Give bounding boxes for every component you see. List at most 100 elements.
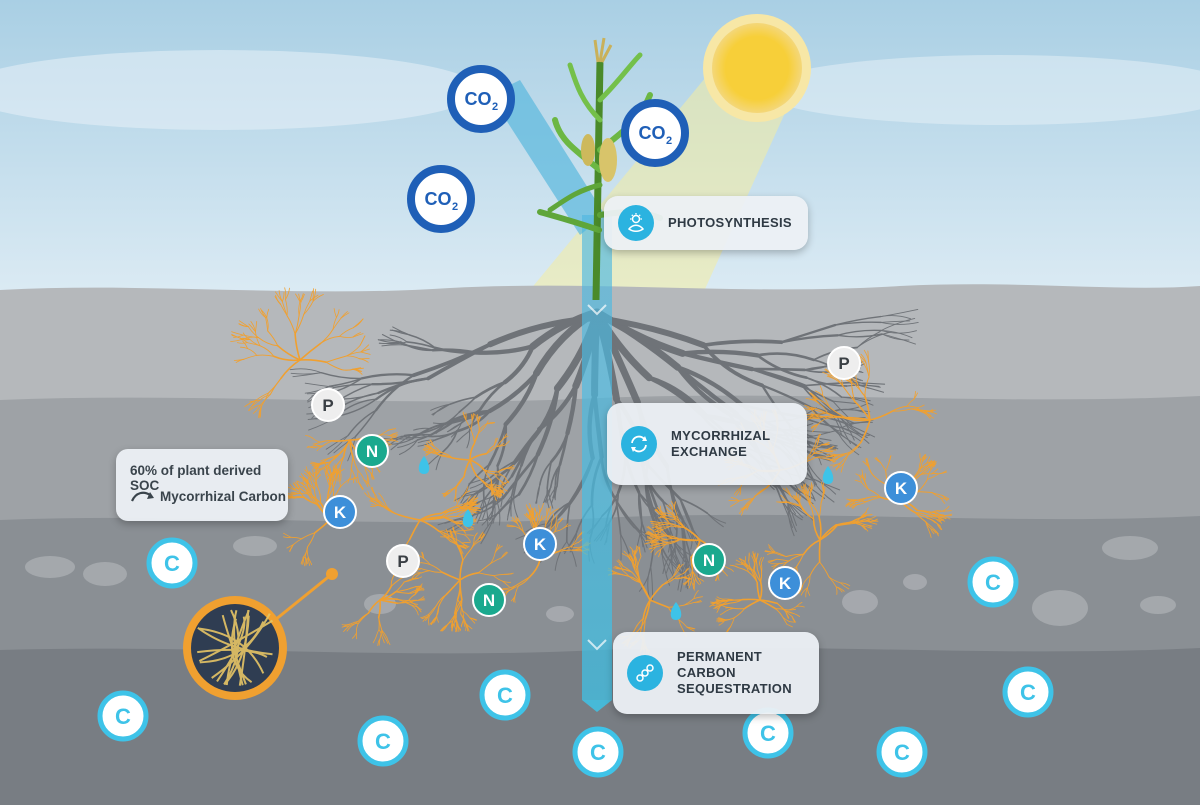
co2-subscript: 2 <box>666 135 672 147</box>
root-segment <box>693 590 699 599</box>
root-segment <box>571 549 583 552</box>
root-segment <box>706 512 727 524</box>
root-segment <box>295 490 305 498</box>
micro-hypha <box>216 616 246 682</box>
root-segment <box>824 450 834 453</box>
root-segment <box>760 571 763 583</box>
root-segment <box>281 301 288 317</box>
root-segment <box>835 586 838 595</box>
root-segment <box>650 565 654 602</box>
root-segment <box>832 400 857 405</box>
root-segment <box>914 512 929 516</box>
root-segment <box>651 543 659 547</box>
root-segment <box>436 615 439 623</box>
root-segment <box>324 468 327 477</box>
root-segment <box>863 525 873 529</box>
nutrient-letter: N <box>703 551 715 570</box>
root-segment <box>327 453 340 460</box>
root-segment <box>285 299 288 317</box>
root-segment <box>686 626 695 632</box>
root-segment <box>370 499 377 505</box>
root-segment <box>738 506 745 514</box>
root-segment <box>772 563 780 569</box>
root-segment <box>554 527 564 532</box>
carbon-badge: C <box>967 556 1019 608</box>
root-segment <box>395 588 409 593</box>
root-segment <box>819 561 830 578</box>
root-segment <box>505 467 514 470</box>
root-segment <box>435 451 444 471</box>
root-segment <box>820 493 825 504</box>
root-segment <box>786 488 792 497</box>
root-segment <box>352 318 364 329</box>
root-segment <box>486 485 497 492</box>
root-segment <box>692 570 699 579</box>
root-segment <box>937 513 946 518</box>
root-segment <box>774 552 787 557</box>
root-segment <box>490 557 502 564</box>
root-segment <box>389 334 408 343</box>
root-segment <box>738 567 749 573</box>
root-segment <box>768 558 778 564</box>
curved-arrow-icon <box>130 487 156 508</box>
root-segment <box>649 584 664 601</box>
root-segment <box>634 570 641 584</box>
root-segment <box>752 487 768 500</box>
root-segment <box>669 513 678 518</box>
root-segment <box>918 465 929 471</box>
root-segment <box>441 571 461 581</box>
root-segment <box>334 383 374 389</box>
root-segment <box>477 421 480 431</box>
root-segment <box>818 402 828 414</box>
cycle-arrows-icon <box>621 426 657 462</box>
root-segment <box>497 487 505 495</box>
root-segment <box>676 564 681 571</box>
root-segment <box>774 608 784 618</box>
root-segment <box>851 381 856 402</box>
root-segment <box>720 610 726 616</box>
root-segment <box>863 524 873 527</box>
root-segment <box>385 441 392 445</box>
root-segment <box>787 605 798 611</box>
root-segment <box>716 601 724 605</box>
root-segment <box>808 407 817 416</box>
root-segment <box>504 476 510 484</box>
root-segment <box>459 579 463 601</box>
nutrient-n-badge: N <box>472 583 506 617</box>
root-segment <box>338 398 377 417</box>
root-segment <box>502 435 509 440</box>
root-segment <box>395 581 405 593</box>
root-segment <box>429 564 443 573</box>
root-segment <box>880 321 919 325</box>
root-segment <box>927 517 938 524</box>
root-segment <box>867 488 881 498</box>
root-segment <box>336 470 340 477</box>
root-segment <box>300 293 305 303</box>
root-segment <box>357 470 365 481</box>
root-segment <box>807 575 811 589</box>
root-segment <box>314 444 323 447</box>
root-segment <box>778 560 790 564</box>
root-segment <box>817 398 831 408</box>
root-segment <box>446 422 462 433</box>
root-segment <box>688 570 693 580</box>
photosynthesis-label: PHOTOSYNTHESIS <box>604 196 808 250</box>
root-segment <box>805 398 819 400</box>
root-segment <box>447 534 454 539</box>
root-segment <box>641 521 649 541</box>
root-segment <box>456 510 465 517</box>
carbon-letter: C <box>1020 680 1036 705</box>
root-segment <box>410 423 446 437</box>
root-segment <box>249 400 260 403</box>
micro-hypha <box>230 618 253 684</box>
root-segment <box>455 409 491 433</box>
root-segment <box>374 495 378 502</box>
root-segment <box>284 287 287 300</box>
root-segment <box>661 529 668 537</box>
root-segment <box>367 475 370 484</box>
root-segment <box>746 565 755 571</box>
sun <box>712 23 802 113</box>
root-segment <box>302 556 306 567</box>
root-segment <box>849 500 855 507</box>
root-segment <box>827 454 838 458</box>
